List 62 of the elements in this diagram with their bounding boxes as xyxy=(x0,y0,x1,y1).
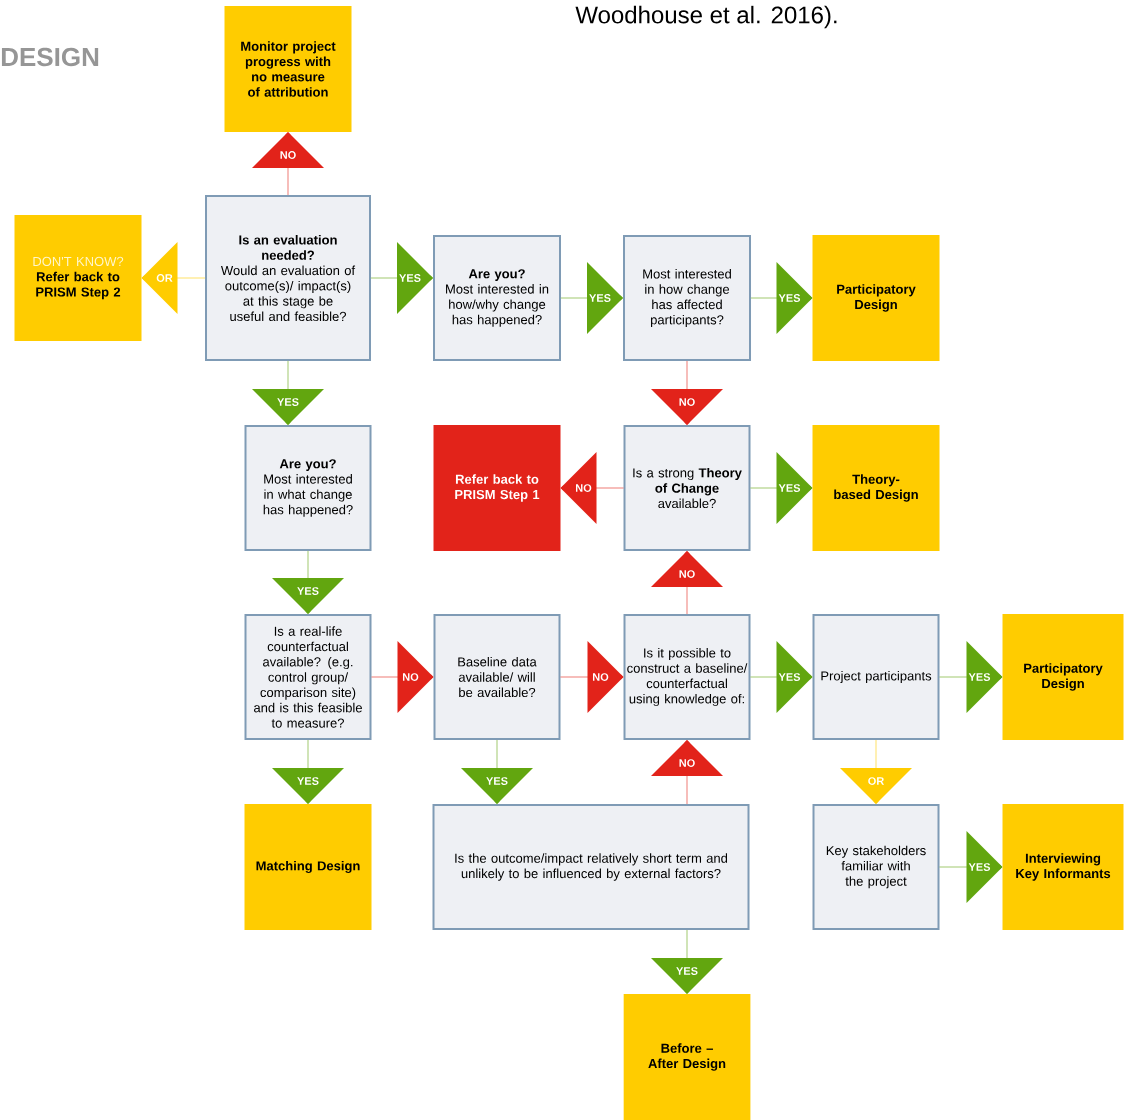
arrow xyxy=(651,929,723,994)
arrow xyxy=(560,262,623,334)
arrow xyxy=(252,360,324,425)
question-box: Are you? Most interested in how/why change has happened? xyxy=(433,235,561,361)
edge-label: NO xyxy=(678,569,696,579)
edge-label: YES xyxy=(778,293,801,303)
arrow xyxy=(252,132,324,196)
edge-label: NO xyxy=(574,483,593,493)
arrow xyxy=(141,242,206,314)
arrow xyxy=(370,242,433,314)
outcome-box: Participatory Design xyxy=(812,235,940,361)
outcome-box: Matching Design xyxy=(244,804,372,930)
edge-label: OR xyxy=(867,776,885,786)
question-box: Is the outcome/impact relatively short term and unlikely to be influenced by external factors? xyxy=(432,804,750,930)
heading-text: DESIGN xyxy=(1,47,99,67)
arrow xyxy=(750,452,813,524)
arrow xyxy=(272,550,344,614)
edge-label: YES xyxy=(778,483,801,493)
question-box: Is an evaluation needed? Would an evaluation of outcome(s)/ impact(s) at this stage be useful and feasible? xyxy=(205,195,371,361)
edge-label: NO xyxy=(678,397,696,407)
question-box: Key stakeholders familiar with the project xyxy=(812,804,940,930)
edge-label: NO xyxy=(279,150,297,160)
outcome-box: Monitor project progress with no measure of attribution xyxy=(224,6,352,132)
arrow xyxy=(939,641,1003,713)
question-box: Is it possible to construct a baseline/ counterfactual using knowledge of: xyxy=(623,614,751,740)
arrow xyxy=(750,641,813,713)
question-box: Most interested in how change has affected participants? xyxy=(623,235,751,361)
outcome-box: Before – After Design xyxy=(623,994,751,1120)
arrow xyxy=(461,739,533,804)
question-box: Are you? Most interested in what change has happened? xyxy=(244,425,372,551)
edge-label: YES xyxy=(296,776,320,786)
question-box: Is a strong Theory of Change available? xyxy=(623,425,751,551)
edge-label: YES xyxy=(276,397,300,407)
question-box: Project participants xyxy=(812,614,940,740)
arrow xyxy=(939,831,1003,903)
arrow xyxy=(651,740,723,805)
citation-text: Woodhouse et al. 2016). xyxy=(575,5,837,29)
outcome-box: Participatory Design xyxy=(1002,614,1124,740)
edge-label: YES xyxy=(398,273,422,283)
edge-label: NO xyxy=(591,672,610,682)
arrow xyxy=(840,739,912,804)
arrow xyxy=(371,641,434,713)
edge-label: YES xyxy=(778,672,801,682)
edge-label: YES xyxy=(296,586,320,596)
edge-label: YES xyxy=(588,293,612,303)
arrow xyxy=(560,452,624,524)
question-box: Is a real-life counterfactual available? (e.g. control group/ comparison site) and is this feasible to measure? xyxy=(244,614,372,740)
arrow xyxy=(750,262,813,334)
edge-label: NO xyxy=(678,758,696,768)
edge-label: YES xyxy=(675,966,699,976)
edge-label: YES xyxy=(485,776,509,786)
edge-label: YES xyxy=(968,862,991,872)
arrow xyxy=(560,641,624,713)
question-box: Baseline data available/ will be available? xyxy=(433,614,561,740)
outcome-box: Theory-based Design xyxy=(812,425,940,551)
outcome-box: Interviewing Key Informants xyxy=(1002,804,1124,930)
arrow xyxy=(651,360,723,425)
edge-label: NO xyxy=(401,672,420,682)
arrow xyxy=(651,551,723,615)
arrow xyxy=(272,739,344,804)
edge-label: OR xyxy=(155,273,174,283)
edge-label: YES xyxy=(968,672,991,682)
